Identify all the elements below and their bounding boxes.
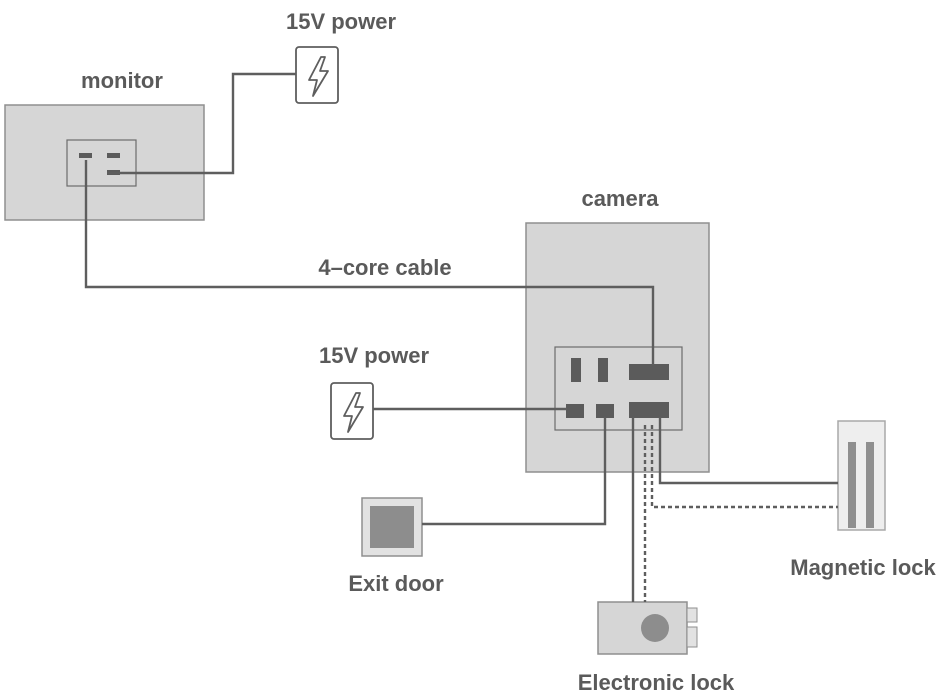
power-supply-top bbox=[295, 46, 339, 104]
electronic-lock-latch bbox=[686, 626, 698, 648]
cable-label: 4–core cable bbox=[318, 255, 451, 280]
lightning-bolt-icon bbox=[308, 56, 329, 97]
monitor-unit bbox=[4, 104, 205, 221]
lightning-bolt-icon bbox=[343, 392, 364, 433]
camera-terminal bbox=[566, 404, 584, 418]
power-supply-mid-box bbox=[330, 382, 374, 440]
monitor-terminal bbox=[107, 153, 120, 158]
camera-terminal bbox=[629, 402, 669, 418]
magnetic-lock-bar bbox=[866, 442, 874, 528]
camera-terminal bbox=[596, 404, 614, 418]
camera-unit bbox=[525, 222, 710, 473]
magnetic-lock-bar bbox=[848, 442, 856, 528]
camera-terminal bbox=[629, 364, 669, 380]
magnetic-lock-label: Magnetic lock bbox=[790, 555, 936, 580]
exit-door-button bbox=[361, 497, 423, 557]
exit-door-label: Exit door bbox=[348, 571, 444, 596]
electronic-lock bbox=[597, 601, 698, 655]
camera-terminal bbox=[598, 358, 608, 382]
magnetic-lock-body bbox=[837, 420, 886, 531]
power-supply-mid bbox=[330, 382, 374, 440]
power-supply-top-box bbox=[295, 46, 339, 104]
monitor-terminal bbox=[79, 153, 92, 158]
monitor-terminal-panel bbox=[66, 139, 137, 187]
electronic-lock-cylinder bbox=[641, 614, 669, 642]
monitor-power-wire bbox=[107, 72, 296, 175]
power-supply-top-label: 15V power bbox=[286, 9, 396, 34]
monitor-label: monitor bbox=[81, 68, 163, 93]
magnetic-lock-dashed-wire bbox=[650, 425, 838, 509]
exit-door-wire bbox=[422, 417, 607, 526]
electronic-lock-label: Electronic lock bbox=[578, 670, 735, 695]
magnetic-lock-wire bbox=[658, 417, 838, 485]
exit-door-button-face bbox=[370, 506, 414, 548]
electronic-lock-latch bbox=[686, 607, 698, 623]
four-core-cable bbox=[84, 160, 655, 365]
power-supply-mid-label: 15V power bbox=[319, 343, 429, 368]
magnetic-lock bbox=[837, 420, 886, 531]
camera-terminal bbox=[571, 358, 581, 382]
camera-label: camera bbox=[581, 186, 659, 211]
